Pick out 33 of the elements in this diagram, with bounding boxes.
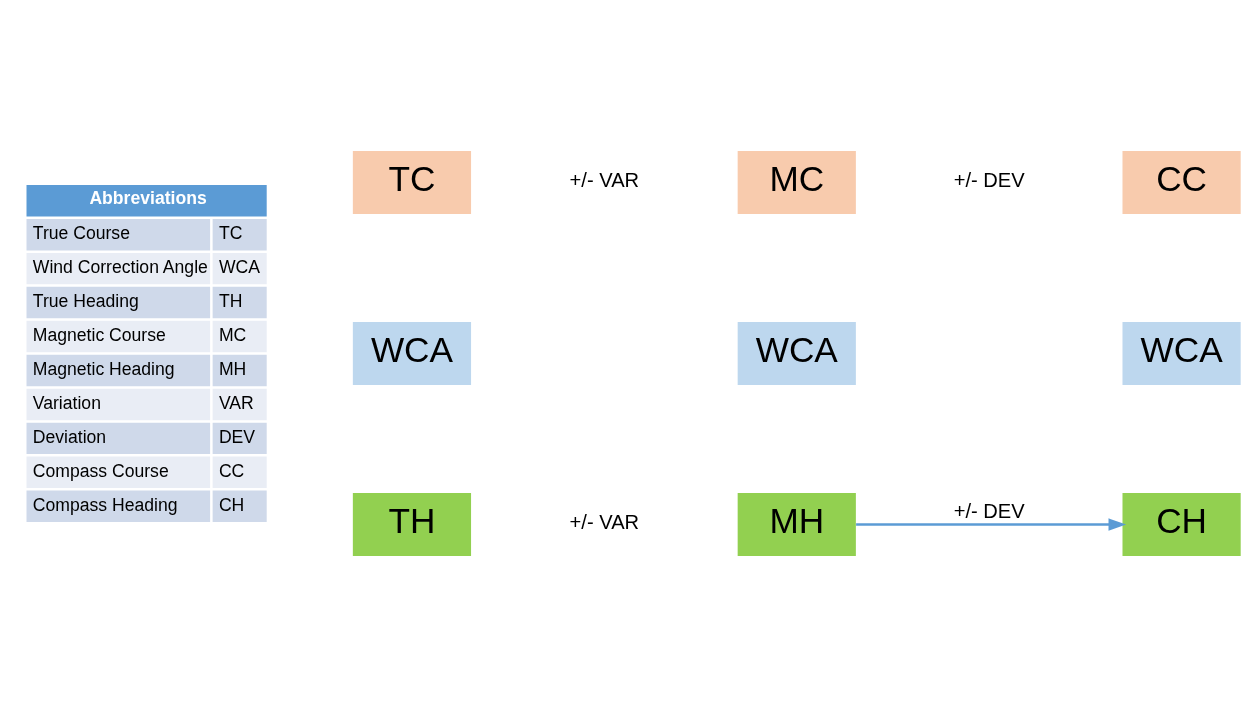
label: True Heading [32, 290, 139, 311]
label: TC [218, 222, 243, 243]
label: CC [218, 460, 245, 481]
label: Compass Course [32, 460, 169, 481]
label: +/- DEV [953, 168, 1025, 191]
label: TH [218, 290, 243, 311]
node-box: TC [352, 150, 472, 214]
label: WCA [218, 256, 260, 277]
label: Wind Correction Angle [32, 256, 208, 277]
label: MC [218, 324, 247, 345]
label: DEV [218, 426, 256, 447]
label: MH [218, 358, 247, 379]
label: Variation [32, 392, 101, 413]
label: VAR [218, 392, 254, 413]
label: +/- VAR [569, 510, 640, 533]
label: +/- VAR [569, 168, 640, 191]
label: Abbreviations [89, 187, 207, 208]
label: Deviation [32, 426, 107, 447]
node-box: MH [737, 492, 856, 556]
node-box: TH [352, 492, 472, 556]
label: True Course [32, 222, 130, 243]
node-box: WCA [1122, 321, 1241, 385]
node-box: CC [1122, 150, 1241, 214]
node-box: CH [1122, 492, 1241, 556]
label: Compass Heading [32, 494, 178, 515]
label: CH [218, 494, 245, 515]
node-box: WCA [737, 321, 856, 385]
label: Magnetic Course [32, 324, 166, 345]
node-box: MC [737, 150, 856, 214]
label: Magnetic Heading [32, 358, 175, 379]
node-box: WCA [352, 321, 472, 385]
arrow [856, 517, 1127, 531]
edge-label: +/- DEV [953, 499, 1025, 522]
